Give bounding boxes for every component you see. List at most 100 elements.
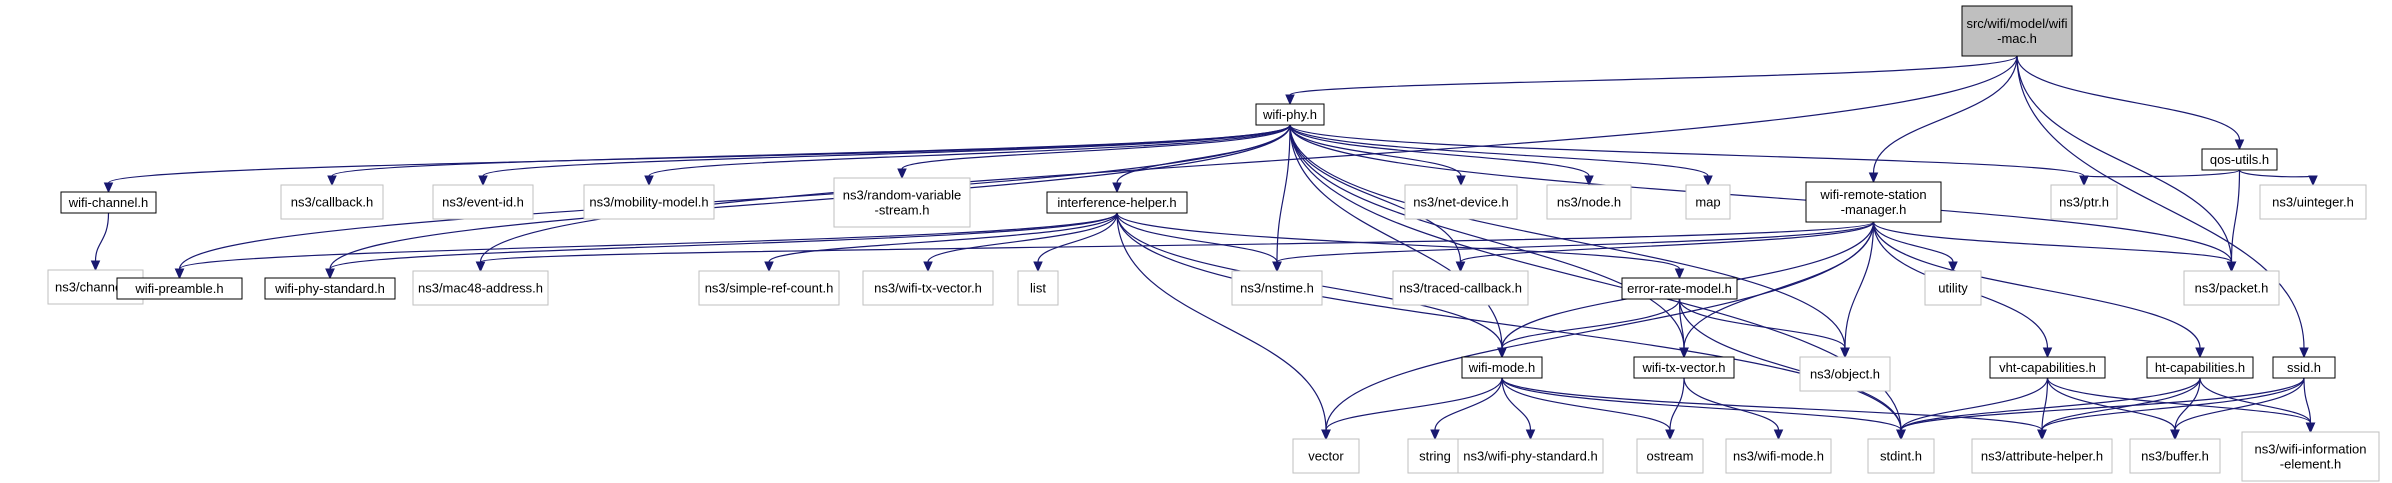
node-mobility[interactable]: ns3/mobility-model.h	[583, 184, 715, 220]
node-ht[interactable]: ht-capabilities.h	[2146, 356, 2254, 379]
node-traced[interactable]: ns3/traced-callback.h	[1392, 270, 1529, 306]
node-box	[2183, 270, 2280, 306]
node-box	[1404, 184, 1518, 220]
dependency-edge-interference-simpleref	[764, 212, 1118, 273]
node-txvector[interactable]: wifi-tx-vector.h	[1633, 356, 1735, 379]
edge-arrowhead	[897, 168, 907, 180]
node-label: wifi-remote-station	[1819, 187, 1926, 202]
edge-arrowhead	[2170, 429, 2180, 441]
node-label: ns3/wifi-mode.h	[1733, 449, 1824, 464]
node-wifimode[interactable]: wifi-mode.h	[1461, 356, 1543, 379]
edge-line	[648, 124, 1291, 177]
dependency-edge-interference-errorrate	[1116, 212, 1685, 280]
edge-arrowhead	[478, 175, 488, 187]
edge-line	[1037, 212, 1118, 263]
node-wrsm[interactable]: wifi-remote-station-manager.h	[1805, 181, 1942, 223]
dependency-edge-wifiphy-netdevice	[1289, 124, 1466, 187]
dependency-edge-wifiphy-callback	[327, 124, 1291, 187]
node-uinteger[interactable]: ns3/uinteger.h	[2259, 184, 2367, 220]
dependency-edge-wrsm-ht	[1872, 221, 2205, 359]
node-nstime[interactable]: ns3/nstime.h	[1231, 270, 1323, 306]
node-box	[1636, 438, 1704, 474]
node-vht[interactable]: vht-capabilities.h	[1989, 356, 2106, 379]
node-wifichannel[interactable]: wifi-channel.h	[60, 191, 157, 214]
node-ostream[interactable]: ostream	[1636, 438, 1704, 474]
node-randomvar[interactable]: ns3/random-variable-stream.h	[833, 177, 971, 228]
dependency-edge-interference-phystandard	[325, 212, 1118, 280]
edge-line	[1276, 124, 1291, 263]
node-stdint[interactable]: stdint.h	[1867, 438, 1935, 474]
node-box	[280, 184, 384, 220]
edge-line	[2041, 377, 2305, 431]
edge-line	[107, 124, 1291, 184]
node-phystandardns3[interactable]: ns3/wifi-phy-standard.h	[1457, 438, 1604, 474]
dependency-edge-wifimode-phystandardns3	[1501, 377, 1536, 441]
node-packet[interactable]: ns3/packet.h	[2183, 270, 2280, 306]
node-simpleref[interactable]: ns3/simple-ref-count.h	[698, 270, 840, 306]
node-ssid[interactable]: ssid.h	[2272, 356, 2336, 379]
node-label: ns3/channel.h	[55, 280, 136, 295]
dependency-edge-wifiphy-node	[1289, 124, 1594, 187]
edge-line	[1669, 377, 1685, 431]
node-label: -element.h	[2280, 457, 2341, 472]
edge-line	[2046, 377, 2176, 431]
edge-line	[329, 124, 1291, 270]
node-wifimodens3[interactable]: ns3/wifi-mode.h	[1725, 438, 1832, 474]
edge-line	[1289, 124, 1462, 177]
edge-line	[901, 124, 1291, 170]
node-attrhelper[interactable]: ns3/attribute-helper.h	[1971, 438, 2113, 474]
node-phystandard[interactable]: wifi-phy-standard.h	[264, 277, 396, 300]
edge-arrowhead	[2195, 347, 2205, 359]
node-node[interactable]: ns3/node.h	[1546, 184, 1632, 220]
node-buffer[interactable]: ns3/buffer.h	[2129, 438, 2221, 474]
edge-arrowhead	[1840, 347, 1850, 359]
node-label: -stream.h	[875, 203, 930, 218]
edge-line	[1683, 377, 1780, 431]
edge-line	[1276, 221, 1875, 263]
node-root[interactable]: src/wifi/model/wifi-mac.h	[1961, 5, 2073, 57]
node-string[interactable]: string	[1407, 438, 1463, 474]
node-preamble[interactable]: wifi-preamble.h	[116, 277, 243, 300]
edge-arrowhead	[1896, 429, 1906, 441]
dependency-edge-qosutils-uinteger	[2238, 169, 2318, 187]
edge-line	[1501, 377, 1902, 431]
node-qosutils[interactable]: qos-utils.h	[2201, 148, 2278, 171]
node-wifiphy[interactable]: wifi-phy.h	[1255, 103, 1325, 126]
node-label: wifi-preamble.h	[134, 281, 223, 296]
node-box	[1457, 438, 1604, 474]
node-callback[interactable]: ns3/callback.h	[280, 184, 384, 220]
node-mac48[interactable]: ns3/mac48-address.h	[412, 270, 549, 306]
node-interference[interactable]: interference-helper.h	[1046, 191, 1188, 214]
edge-arrowhead	[923, 261, 933, 273]
node-errorrate[interactable]: error-rate-model.h	[1621, 277, 1738, 300]
dependency-edge-wrsm-vector	[1321, 221, 1875, 441]
edge-line	[1434, 377, 1503, 431]
edge-arrowhead	[1455, 261, 1466, 273]
edge-arrowhead	[1430, 429, 1440, 441]
node-eventid[interactable]: ns3/event-id.h	[432, 184, 534, 220]
edge-line	[479, 55, 2018, 263]
dependency-edge-wifiphy-randomvar	[897, 124, 1291, 180]
node-utility[interactable]: utility	[1924, 270, 1982, 306]
node-box	[1725, 438, 1832, 474]
node-object[interactable]: ns3/object.h	[1799, 356, 1891, 392]
node-vector[interactable]: vector	[1292, 438, 1360, 474]
node-box	[862, 270, 994, 306]
edge-line	[1116, 212, 1278, 263]
node-ptr[interactable]: ns3/ptr.h	[2050, 184, 2118, 220]
node-box	[1231, 270, 1323, 306]
node-list[interactable]: list	[1017, 270, 1059, 306]
node-box	[1799, 356, 1891, 392]
node-netdevice[interactable]: ns3/net-device.h	[1404, 184, 1518, 220]
node-map[interactable]: map	[1685, 184, 1731, 220]
node-label: ns3/object.h	[1810, 367, 1880, 382]
node-infoelem[interactable]: ns3/wifi-information-element.h	[2241, 431, 2380, 482]
node-box	[2272, 356, 2336, 379]
node-label: ns3/node.h	[1557, 195, 1621, 210]
node-txvectorns3[interactable]: ns3/wifi-tx-vector.h	[862, 270, 994, 306]
node-box	[2201, 148, 2278, 171]
dependency-edge-wifimode-vector	[1321, 377, 1503, 441]
edge-line	[1900, 377, 2305, 431]
dependency-edge-wifiphy-stdint	[1289, 124, 1906, 441]
dependency-edge-interference-preamble	[174, 212, 1118, 280]
